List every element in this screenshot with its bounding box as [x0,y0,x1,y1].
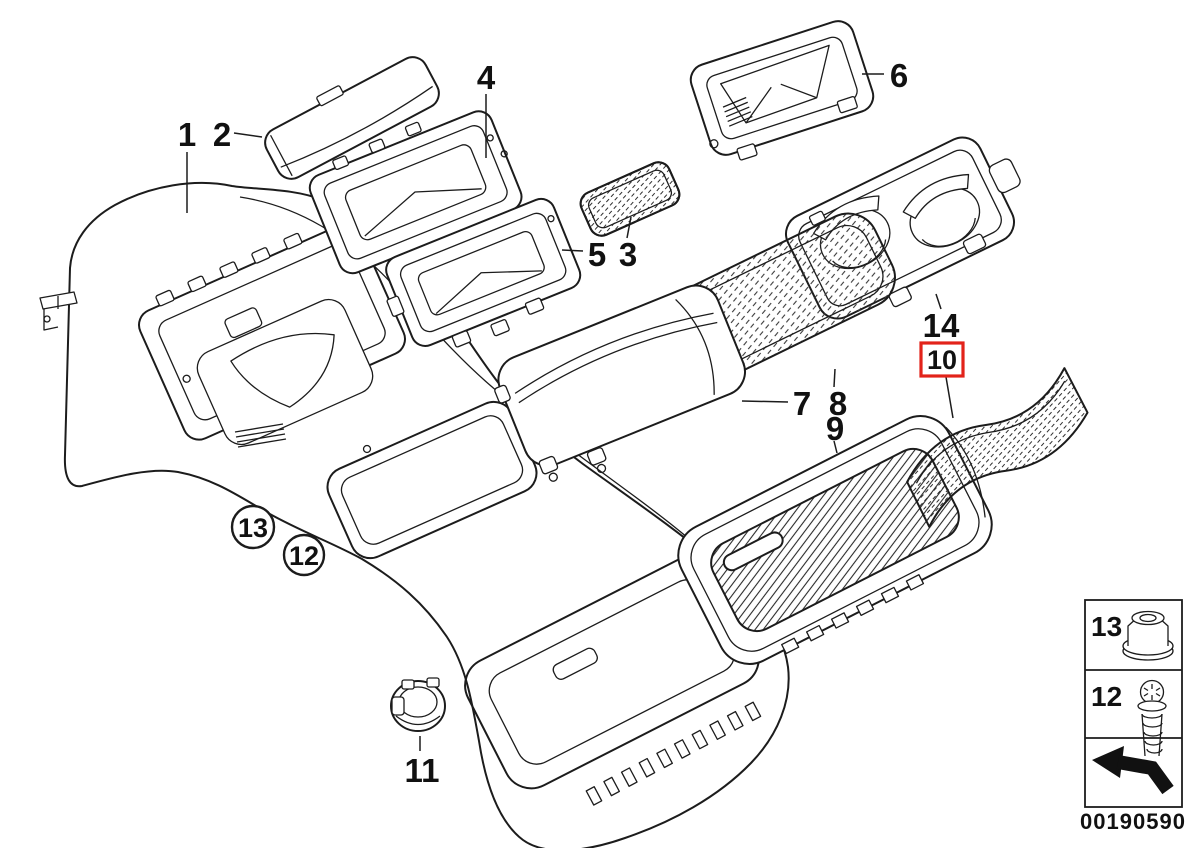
legend-number-13[interactable]: 13 [1091,611,1122,642]
callout-4[interactable]: 4 [477,59,496,96]
callout-11[interactable]: 11 [405,752,440,789]
screw-icon [1137,679,1167,757]
callout-13[interactable]: 13 [238,513,268,543]
leader-lines [186,73,954,751]
part-7-armrest-lid [494,284,746,482]
callout-12[interactable]: 12 [289,541,319,571]
leader-line-7 [741,400,789,403]
legend-box: 13 12 00190590 [1080,599,1186,834]
callout-8[interactable]: 8 [829,385,847,422]
leader-line-9 [833,440,838,454]
part-10-rear-mat [906,367,1089,528]
leader-line-14 [935,293,942,310]
callout-5[interactable]: 5 [588,236,606,273]
diagram-number: 00190590 [1080,809,1186,834]
part-3-small-mat [579,161,681,237]
part-2-armrest-pad [264,56,440,180]
callout-3[interactable]: 3 [619,236,637,273]
callout-6[interactable]: 6 [890,57,908,94]
leader-line-8 [833,368,836,388]
leader-line-2 [233,132,263,138]
callout-10[interactable]: 10 [927,345,957,375]
legend-number-12[interactable]: 12 [1091,681,1122,712]
callout-2[interactable]: 2 [213,116,231,153]
callout-1[interactable]: 1 [178,116,196,153]
callout-9[interactable]: 9 [826,410,844,447]
callout-10-highlighted[interactable]: 10 [919,341,965,378]
part-6-oddments-box [689,20,875,161]
part-5-lower-tray [385,197,582,348]
flange-nut-icon [1122,610,1174,661]
leader-line-5 [561,249,584,252]
leader-line-10 [945,376,954,419]
leader-line-3 [626,216,632,239]
callout-7[interactable]: 7 [793,385,811,422]
direction-arrow-icon [1092,746,1174,795]
callout-12-circled[interactable]: 12 [282,533,326,577]
callout-14[interactable]: 14 [923,307,960,344]
callout-13-circled[interactable]: 13 [230,504,276,550]
part-11-cupholder-insert [390,677,446,732]
